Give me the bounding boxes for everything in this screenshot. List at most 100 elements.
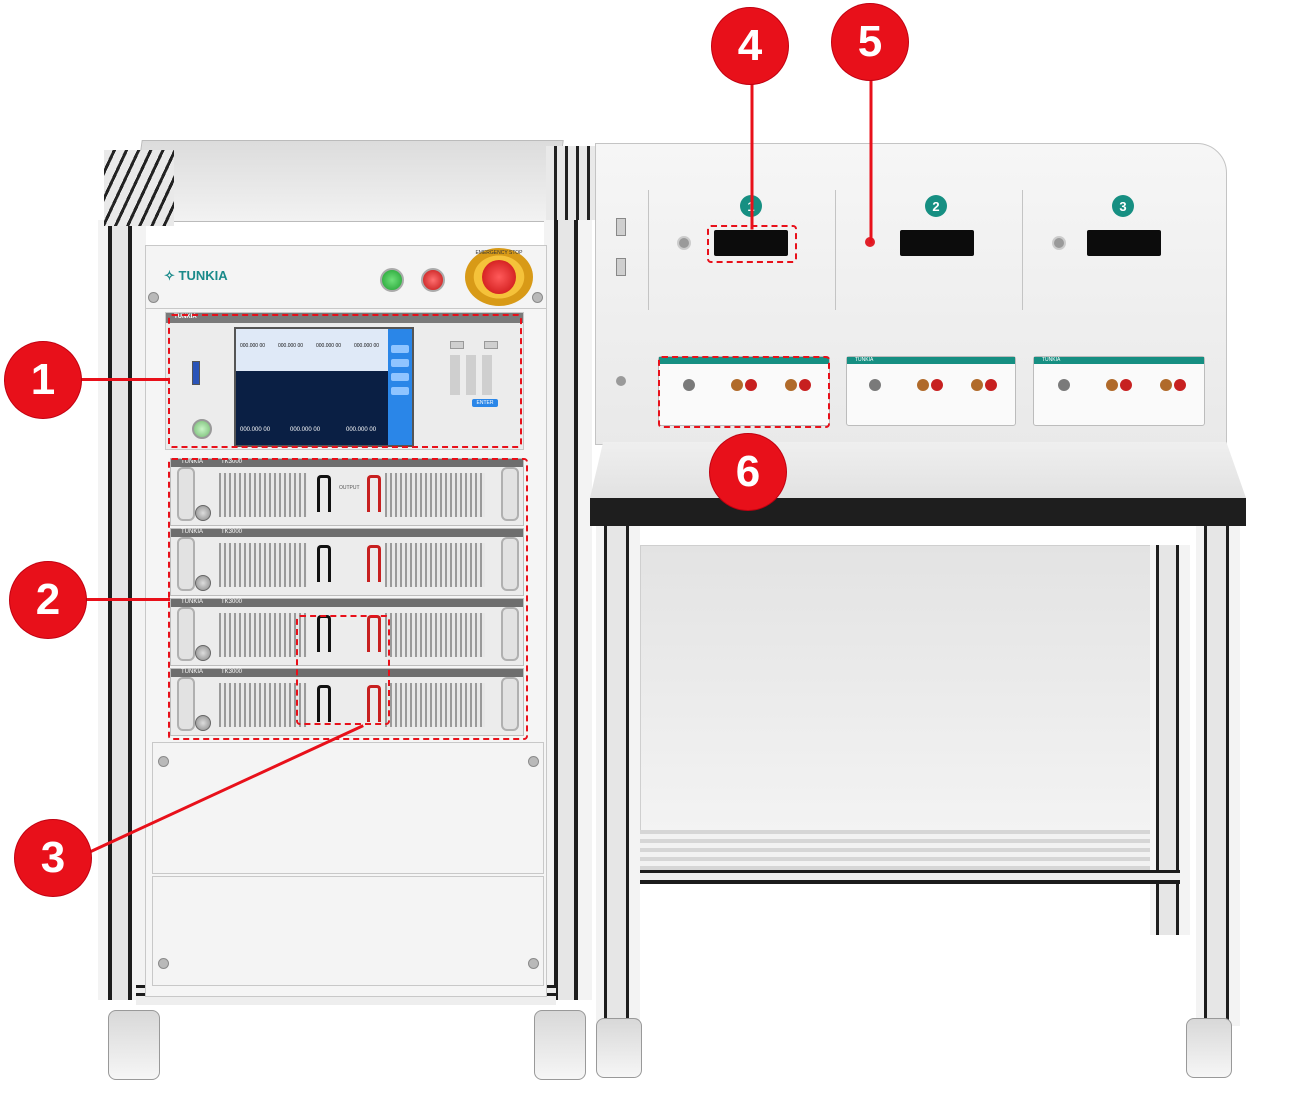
unit-model: TK3000 xyxy=(221,599,243,605)
callout-leader-5 xyxy=(869,75,873,244)
jack[interactable] xyxy=(731,379,743,391)
unit-header: TUNKIA TK3000 xyxy=(171,669,523,677)
station-divider xyxy=(648,190,649,310)
station-divider xyxy=(835,190,836,310)
bench-desktop xyxy=(590,442,1246,498)
toggle-switch[interactable] xyxy=(616,258,626,276)
jack[interactable] xyxy=(1058,379,1070,391)
bench-rail-bottom xyxy=(640,870,1180,884)
cabinet-rail-top-right xyxy=(546,146,596,220)
red-button[interactable] xyxy=(421,268,445,292)
unit-knob[interactable] xyxy=(195,645,211,661)
reading-top-1: 000.000 00 xyxy=(240,343,266,349)
screen-top-area: 000.000 00 000.000 00 000.000 00 000.000… xyxy=(236,329,388,371)
unit-handle-right[interactable] xyxy=(501,467,519,521)
terminal-box-header: TUNKIA xyxy=(847,357,1015,364)
terminal-box-header xyxy=(659,357,829,364)
reading-bottom-2: 000.000 00 xyxy=(290,427,321,433)
vent-grille-left xyxy=(219,543,307,587)
cabinet-rail-top-left xyxy=(104,150,174,226)
jack[interactable] xyxy=(745,379,757,391)
jack[interactable] xyxy=(1160,379,1172,391)
screen-side-btn[interactable] xyxy=(391,345,409,353)
callout-2: 2 xyxy=(10,562,86,638)
callout-leader-2 xyxy=(85,598,170,601)
emergency-stop-button[interactable]: EMERGENCY STOP xyxy=(465,248,533,306)
green-button[interactable] xyxy=(380,268,404,292)
key[interactable] xyxy=(484,341,498,349)
unit-header: TUNKIA TK3000 xyxy=(171,529,523,537)
unit-model: TK3000 xyxy=(221,459,243,465)
unit-handle-right[interactable] xyxy=(501,537,519,591)
screen-side-btn[interactable] xyxy=(391,373,409,381)
screw xyxy=(158,756,169,767)
callout-3: 3 xyxy=(15,820,91,896)
brand-text: TUNKIA xyxy=(178,268,228,283)
unit-brand: TUNKIA xyxy=(181,599,204,605)
unit-header: TUNKIA TK3000 xyxy=(171,459,523,467)
unit-handle-left[interactable] xyxy=(177,537,195,591)
jack[interactable] xyxy=(985,379,997,391)
bench-underframe xyxy=(640,545,1152,867)
blank-panel xyxy=(152,742,544,874)
terminal-box-2: TUNKIA xyxy=(846,356,1016,426)
number-keys[interactable] xyxy=(450,355,496,395)
terminal-box-header: TUNKIA xyxy=(1034,357,1204,364)
enter-key[interactable]: ENTER xyxy=(472,399,498,407)
screen-side-btn[interactable] xyxy=(391,359,409,367)
unit-handle-left[interactable] xyxy=(177,467,195,521)
power-source-unit: TUNKIA TK3000 xyxy=(170,528,524,596)
caster xyxy=(108,1010,160,1080)
instrument-header: TUNKIA xyxy=(166,313,523,323)
cabinet-top xyxy=(130,140,564,222)
screw xyxy=(528,958,539,969)
terminal-box-1 xyxy=(658,356,830,426)
blank-panel xyxy=(152,876,544,986)
cabinet-rail-right xyxy=(544,220,592,1000)
callout-leader-4 xyxy=(750,79,754,230)
emergency-stop-cap xyxy=(482,260,516,294)
screw xyxy=(532,292,543,303)
output-terminal-black xyxy=(317,475,331,512)
jack[interactable] xyxy=(785,379,797,391)
jack[interactable] xyxy=(1174,379,1186,391)
output-terminal-red xyxy=(367,475,381,512)
unit-knob[interactable] xyxy=(195,575,211,591)
output-label: OUTPUT xyxy=(339,485,360,491)
unit-handle-right[interactable] xyxy=(501,607,519,661)
reading-top-4: 000.000 00 xyxy=(354,343,380,349)
jack[interactable] xyxy=(931,379,943,391)
jack[interactable] xyxy=(1106,379,1118,391)
jack[interactable] xyxy=(1120,379,1132,391)
unit-handle-right[interactable] xyxy=(501,677,519,731)
unit-knob[interactable] xyxy=(195,505,211,521)
caster xyxy=(1186,1018,1232,1078)
screw xyxy=(158,958,169,969)
jack[interactable] xyxy=(683,379,695,391)
unit-handle-left[interactable] xyxy=(177,677,195,731)
reading-bottom-1: 000.000 00 xyxy=(240,427,271,433)
toggle-switch[interactable] xyxy=(616,218,626,236)
callout-6: 6 xyxy=(710,434,786,510)
terminal-brand: TUNKIA xyxy=(855,357,874,363)
bench-desktop-edge xyxy=(590,498,1246,526)
output-terminal-black xyxy=(317,685,331,722)
jack[interactable] xyxy=(971,379,983,391)
power-button[interactable] xyxy=(192,419,212,439)
station-number-3: 3 xyxy=(1112,195,1134,217)
unit-handle-left[interactable] xyxy=(177,607,195,661)
jack[interactable] xyxy=(869,379,881,391)
jack[interactable] xyxy=(799,379,811,391)
screw xyxy=(148,292,159,303)
jack[interactable] xyxy=(917,379,929,391)
instrument-brand: TUNKIA xyxy=(174,314,197,320)
screen-side-btn[interactable] xyxy=(391,387,409,395)
output-terminal-black xyxy=(317,545,331,582)
indicator-lamp xyxy=(1052,236,1066,250)
terminal-brand: TUNKIA xyxy=(1042,357,1061,363)
key[interactable] xyxy=(450,341,464,349)
unit-knob[interactable] xyxy=(195,715,211,731)
vent-grille-right xyxy=(385,473,485,517)
bench-leg-left xyxy=(596,526,640,1026)
vent-grille-right xyxy=(385,683,485,727)
